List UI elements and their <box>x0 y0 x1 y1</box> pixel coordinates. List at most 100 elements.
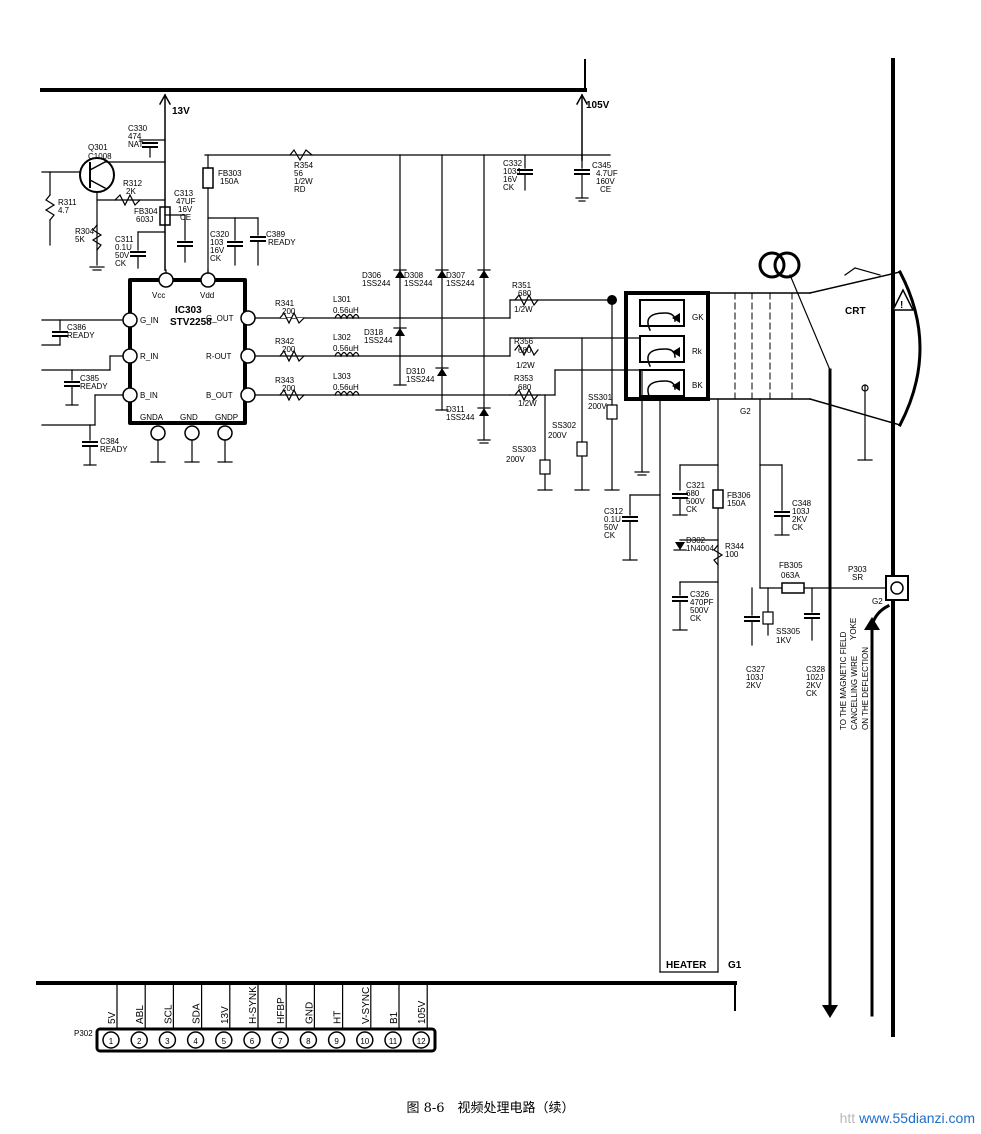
ic-ref: IC303 <box>175 305 202 316</box>
svg-text:RD: RD <box>294 185 306 194</box>
r353-resistor: R353 680 1/2W <box>514 374 539 408</box>
svg-text:103J: 103J <box>792 507 809 516</box>
connector-pin-4 <box>186 1031 205 1049</box>
c326-capacitor: C326 470PF 500V CK <box>672 590 714 631</box>
g1-label: G1 <box>728 960 742 971</box>
c348-capacitor: C348 103J 2KV CK <box>759 464 812 536</box>
svg-text:CK: CK <box>686 505 698 514</box>
svg-text:Vcc: Vcc <box>152 291 165 300</box>
connector-pin-number: 4 <box>193 1037 198 1046</box>
svg-text:L302: L302 <box>333 333 351 342</box>
r351-resistor: R351 680 1/2W <box>512 281 539 314</box>
connector-pin-number: 12 <box>417 1037 426 1046</box>
svg-text:1SS244: 1SS244 <box>364 336 393 345</box>
svg-text:R312: R312 <box>123 179 143 188</box>
svg-text:C328: C328 <box>806 665 826 674</box>
svg-text:SS305: SS305 <box>776 627 801 636</box>
svg-text:100: 100 <box>725 550 739 559</box>
svg-text:R342: R342 <box>275 337 295 346</box>
ss302-spark-gap: SS302 200V <box>548 337 590 491</box>
svg-text:1SS244: 1SS244 <box>446 279 475 288</box>
connector-pin-number: 6 <box>250 1037 255 1046</box>
crt-socket: GK Rk BK <box>624 291 710 401</box>
figure-caption: 图 8-6 视频处理电路（续） <box>406 1101 575 1116</box>
svg-text:R304: R304 <box>75 227 95 236</box>
svg-text:CE: CE <box>600 185 611 194</box>
svg-text:R356: R356 <box>514 337 534 346</box>
svg-text:C330: C330 <box>128 124 148 133</box>
svg-text:D311: D311 <box>446 405 465 414</box>
svg-text:GNDA: GNDA <box>140 413 164 422</box>
svg-text:1/2W: 1/2W <box>516 361 535 370</box>
connector-pin-5 <box>215 1031 233 1049</box>
r344-resistor: R344 100 <box>713 542 745 566</box>
svg-text:CK: CK <box>806 689 818 698</box>
r311-resistor: R311 4.7 <box>44 171 77 246</box>
svg-text:CK: CK <box>115 259 127 268</box>
svg-text:C348: C348 <box>792 499 812 508</box>
svg-text:680: 680 <box>518 346 532 355</box>
svg-text:470PF: 470PF <box>690 598 714 607</box>
connector-pin-number: 2 <box>137 1037 142 1046</box>
crt-tube: CRT ! G2 <box>707 251 922 461</box>
svg-text:1SS244: 1SS244 <box>446 413 475 422</box>
svg-text:200V: 200V <box>588 402 607 411</box>
yoke-wires <box>822 368 891 1018</box>
c384-capacitor: C384 READY <box>82 424 128 466</box>
svg-text:CK: CK <box>690 614 702 623</box>
svg-text:1SS244: 1SS244 <box>406 375 435 384</box>
ss301-spark-gap: SS301 200V <box>588 299 620 491</box>
connector-pin-8 <box>299 1031 318 1049</box>
connector-signal-label: SDA <box>192 1003 203 1024</box>
connector-signal-label: H-SYNK <box>248 986 259 1024</box>
svg-text:GNDP: GNDP <box>215 413 238 422</box>
frame-lines <box>36 58 895 1037</box>
svg-text:200V: 200V <box>548 431 567 440</box>
svg-text:L303: L303 <box>333 372 351 381</box>
svg-text:Q301: Q301 <box>88 143 108 152</box>
svg-text:G2: G2 <box>740 407 751 416</box>
d302-diode: D302 1N4004 <box>673 536 715 553</box>
watermark-url: www.55dianzi.com <box>859 1110 975 1126</box>
svg-text:READY: READY <box>100 445 128 454</box>
svg-text:2KV: 2KV <box>792 515 808 524</box>
p302-connector: P302 15V2ABL3SCL4SDA513V6H-SYNK7HFBP8GND… <box>74 984 437 1053</box>
svg-text:50V: 50V <box>115 251 130 260</box>
svg-text:R341: R341 <box>275 299 295 308</box>
p303-connector: P303 SR G2 <box>848 565 909 606</box>
svg-text:680: 680 <box>518 289 532 298</box>
svg-text:D307: D307 <box>446 271 466 280</box>
svg-text:P303: P303 <box>848 565 867 574</box>
r354-resistor: R354 56 1/2W RD <box>289 148 314 194</box>
l302-inductor: L302 0.56uH <box>333 333 360 358</box>
svg-text:READY: READY <box>80 382 108 391</box>
c313-capacitor: C313 47UF 16V CE <box>164 189 196 263</box>
svg-text:0.56uH: 0.56uH <box>333 306 359 315</box>
connector-pin-2 <box>130 1031 148 1049</box>
svg-text:R351: R351 <box>512 281 532 290</box>
c385-capacitor: C385 READY <box>64 369 108 406</box>
connector-signal-label: SCL <box>163 1004 174 1024</box>
svg-text:R-OUT: R-OUT <box>206 352 231 361</box>
svg-text:063A: 063A <box>781 571 800 580</box>
rail-13v: 13V <box>158 93 190 271</box>
connector-pin-number: 8 <box>306 1037 311 1046</box>
fb305-ferrite: FB305 063A <box>779 561 805 594</box>
c345-capacitor: C345 4.7UF 160V CE <box>574 154 618 202</box>
svg-text:CK: CK <box>503 183 515 192</box>
svg-text:GK: GK <box>692 313 704 322</box>
svg-text:0.56uH: 0.56uH <box>333 383 359 392</box>
svg-text:1/2W: 1/2W <box>518 399 537 408</box>
svg-text:Vdd: Vdd <box>200 291 214 300</box>
svg-text:SR: SR <box>852 573 863 582</box>
svg-text:103J: 103J <box>503 167 520 176</box>
svg-text:FB306: FB306 <box>727 491 751 500</box>
svg-text:CK: CK <box>210 254 222 263</box>
svg-text:R344: R344 <box>725 542 745 551</box>
c386-capacitor: C386 READY <box>52 319 95 346</box>
ss303-spark-gap: SS303 200V <box>506 394 553 491</box>
svg-text:150A: 150A <box>727 499 746 508</box>
connector-pin-9 <box>327 1031 346 1049</box>
c330-capacitor: C330 474 NAT <box>128 124 166 158</box>
